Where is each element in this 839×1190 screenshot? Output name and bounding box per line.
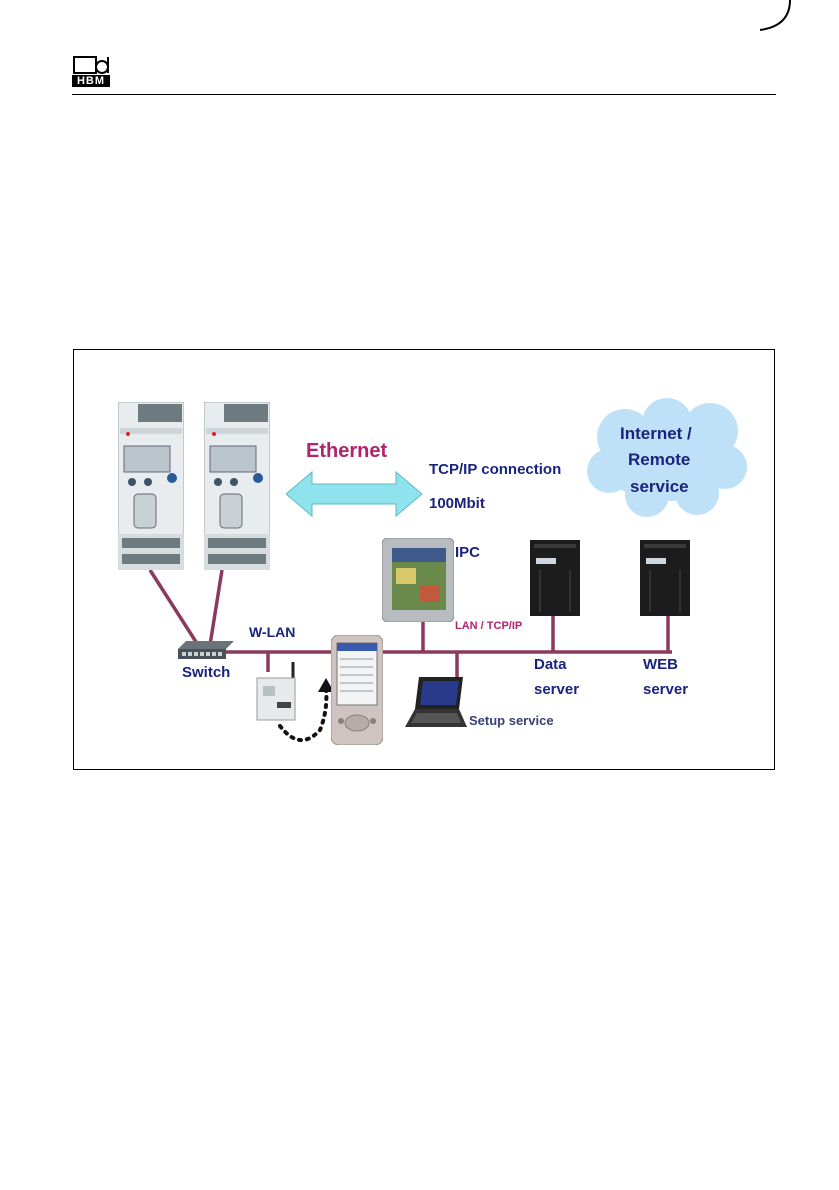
setup-laptop bbox=[403, 675, 469, 733]
setup-service-label: Setup service bbox=[469, 713, 554, 728]
web-server-tower bbox=[640, 540, 690, 616]
pda-device bbox=[331, 635, 383, 745]
device1-cable bbox=[150, 570, 198, 645]
cloud-line-2: Remote bbox=[628, 450, 690, 470]
cloud-line-1: Internet / bbox=[620, 424, 692, 444]
wlan-label: W-LAN bbox=[249, 624, 295, 640]
data-server-label-1: Data bbox=[534, 656, 567, 673]
web-server-label-1: WEB bbox=[643, 656, 678, 673]
cloud-line-3: service bbox=[630, 477, 689, 497]
ipc-panel bbox=[382, 538, 454, 622]
web-server-label-2: server bbox=[643, 681, 688, 698]
data-server-label-2: server bbox=[534, 681, 579, 698]
data-server-tower bbox=[530, 540, 580, 616]
speed-label: 100Mbit bbox=[429, 495, 485, 512]
measurement-device-1 bbox=[118, 402, 184, 570]
ethernet-double-arrow bbox=[286, 470, 422, 518]
switch-label: Switch bbox=[182, 664, 230, 681]
network-switch bbox=[178, 641, 234, 659]
lan-label: LAN / TCP/IP bbox=[455, 620, 522, 632]
wireless-dotted-arrow bbox=[270, 670, 340, 750]
device2-cable bbox=[210, 570, 222, 645]
ethernet-label: Ethernet bbox=[306, 440, 387, 463]
measurement-device-2 bbox=[204, 402, 270, 570]
ipc-label: IPC bbox=[455, 544, 480, 561]
tcpip-label: TCP/IP connection bbox=[429, 461, 561, 478]
